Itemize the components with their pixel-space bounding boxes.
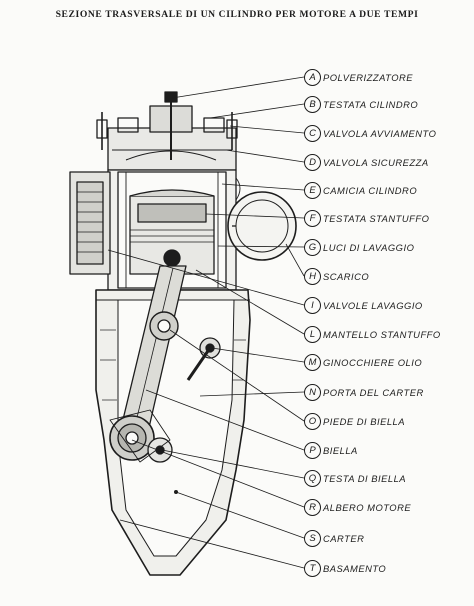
- legend-letter: T: [304, 559, 321, 577]
- legend-label: GINOCCHIERE OLIO: [323, 356, 423, 368]
- legend-item-i: I VALVOLE LAVAGGIO: [304, 296, 423, 314]
- legend-letter: R: [304, 498, 321, 516]
- diagram-title: SEZIONE TRASVERSALE DI UN CILINDRO PER M…: [55, 9, 419, 20]
- legend-item-o: O PIEDE DI BIELLA: [304, 412, 405, 430]
- legend-letter: G: [304, 238, 321, 256]
- crankshaft: [109, 409, 173, 463]
- legend-item-q: Q TESTA DI BIELLA: [304, 469, 406, 487]
- legend-letter: I: [304, 296, 321, 314]
- legend-label: BASAMENTO: [323, 562, 387, 574]
- legend-label: CAMICIA CILINDRO: [323, 184, 418, 196]
- legend-label: MANTELLO STANTUFFO: [323, 328, 441, 340]
- exhaust-port: [227, 191, 297, 261]
- legend-label: TESTATA STANTUFFO: [323, 212, 430, 224]
- legend-item-d: D VALVOLA SICUREZZA: [304, 153, 429, 171]
- legend-letter: P: [304, 441, 321, 459]
- legend-letter: E: [304, 181, 321, 199]
- scavenge-box: [69, 171, 111, 275]
- legend-letter: O: [304, 412, 321, 430]
- legend-label: TESTA DI BIELLA: [323, 472, 407, 484]
- oil-link: [186, 337, 221, 381]
- legend-letter: B: [304, 95, 321, 113]
- legend-letter: N: [304, 383, 321, 401]
- legend-item-l: L MANTELLO STANTUFFO: [304, 325, 441, 343]
- legend-item-a: A POLVERIZZATORE: [304, 68, 413, 86]
- legend-label: ALBERO MOTORE: [323, 501, 412, 513]
- legend-item-h: H SCARICO: [304, 267, 369, 285]
- legend-label: VALVOLA AVVIAMENTO: [323, 127, 437, 139]
- piston: [129, 189, 215, 275]
- legend-item-f: F TESTATA STANTUFFO: [304, 209, 429, 227]
- legend-item-s: S CARTER: [304, 529, 364, 547]
- legend-item-g: G LUCI DI LAVAGGIO: [304, 238, 414, 256]
- legend-letter: H: [304, 267, 321, 285]
- legend-letter: M: [304, 353, 321, 371]
- legend-label: CARTER: [323, 532, 365, 544]
- cylinder-head: [96, 91, 238, 171]
- legend-label: TESTATA CILINDRO: [323, 98, 419, 110]
- legend-letter: L: [304, 325, 321, 343]
- legend-label: PORTA DEL CARTER: [323, 386, 424, 398]
- legend-label: SCARICO: [323, 270, 370, 282]
- legend-label: LUCI DI LAVAGGIO: [323, 241, 415, 253]
- legend-label: POLVERIZZATORE: [323, 71, 414, 83]
- legend-item-b: B TESTATA CILINDRO: [304, 95, 418, 113]
- legend-letter: F: [304, 209, 321, 227]
- legend-label: VALVOLE LAVAGGIO: [323, 299, 423, 311]
- legend-letter: A: [304, 68, 321, 86]
- legend-item-n: N PORTA DEL CARTER: [304, 383, 424, 401]
- legend-letter: Q: [304, 469, 321, 487]
- legend-letter: D: [304, 153, 321, 171]
- legend-label: PIEDE DI BIELLA: [323, 415, 406, 427]
- legend-label: VALVOLA SICUREZZA: [323, 156, 429, 168]
- legend-letter: C: [304, 124, 321, 142]
- legend-item-c: C VALVOLA AVVIAMENTO: [304, 124, 436, 142]
- legend-item-p: P BIELLA: [304, 441, 358, 459]
- legend-letter: S: [304, 529, 321, 547]
- legend-item-m: M GINOCCHIERE OLIO: [304, 353, 422, 371]
- legend-label: BIELLA: [323, 444, 358, 456]
- small-end: [149, 311, 179, 341]
- legend-item-e: E CAMICIA CILINDRO: [304, 181, 417, 199]
- leader-lines: [107, 76, 305, 569]
- legend-item-r: R ALBERO MOTORE: [304, 498, 411, 516]
- legend-item-t: T BASAMENTO: [304, 559, 386, 577]
